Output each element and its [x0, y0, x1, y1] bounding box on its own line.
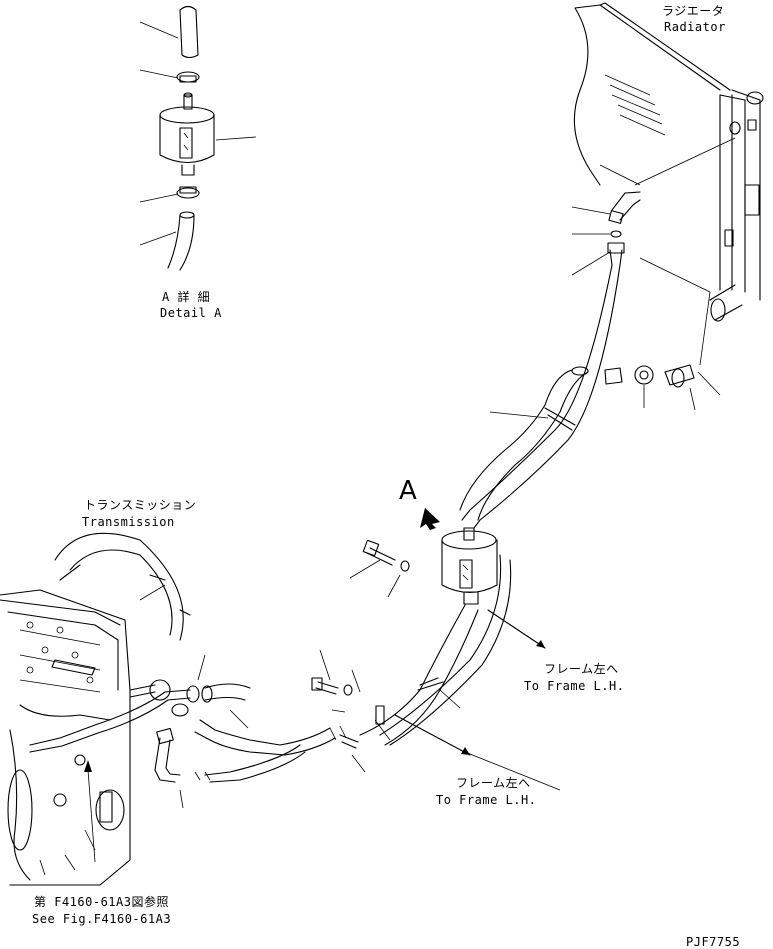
radiator-label-en: Radiator [664, 20, 726, 34]
radiator-fins [599, 74, 666, 186]
reference-arrow [84, 760, 92, 772]
view-a-marker: A [399, 476, 417, 506]
tube-clamp [186, 685, 200, 703]
detail-a-label-en: Detail A [160, 306, 222, 320]
radiator-cap [746, 91, 764, 105]
frame-arrow-1 [536, 640, 545, 648]
detail-a-label-jp: A 詳 細 [162, 290, 211, 304]
detail-lower-clamp [176, 187, 200, 199]
drawing-number: PJF7755 [686, 935, 741, 949]
frame-label-1-jp: フレーム左へ [544, 662, 619, 676]
view-a-arrow [420, 508, 440, 530]
transmission-label-en: Transmission [82, 515, 175, 529]
radiator-elbow-fitting [571, 191, 641, 276]
radiator-label-jp: ラジエータ [662, 4, 725, 18]
radiator-assembly [573, 2, 764, 366]
clamp-and-fitting [634, 364, 721, 411]
transmission-housing [0, 532, 191, 886]
main-filter [441, 527, 498, 605]
filter-outlet-hose [359, 554, 512, 746]
detail-a-exploded-view [139, 5, 257, 271]
detail-filter [159, 92, 215, 176]
detail-upper-hose [179, 9, 199, 59]
see-figure-label-en: See Fig.F4160-61A3 [32, 912, 172, 926]
transmission-label-jp: トランスミッション [84, 498, 197, 512]
return-pipe [461, 242, 625, 529]
large-hose [459, 366, 623, 521]
radiator-lower-outlet [709, 284, 743, 321]
frame-label-1-en: To Frame L.H. [524, 679, 625, 693]
bolt-washer-upper [349, 539, 410, 598]
see-figure-label-jp: 第 F4160-61A3図参照 [34, 895, 169, 909]
detail-lower-hose [167, 214, 195, 271]
o-ring [610, 230, 622, 238]
frame-label-2-jp: フレーム左へ [456, 776, 531, 790]
transmission-tube [29, 654, 251, 863]
frame-label-2-en: To Frame L.H. [436, 793, 537, 807]
bolt-washer-lower [311, 649, 361, 713]
detail-leader-lines [139, 21, 257, 246]
frame-arrow-2 [461, 747, 470, 755]
bell-housing [54, 532, 184, 641]
lower-pipe [194, 609, 561, 791]
hose-clamp [544, 407, 576, 431]
